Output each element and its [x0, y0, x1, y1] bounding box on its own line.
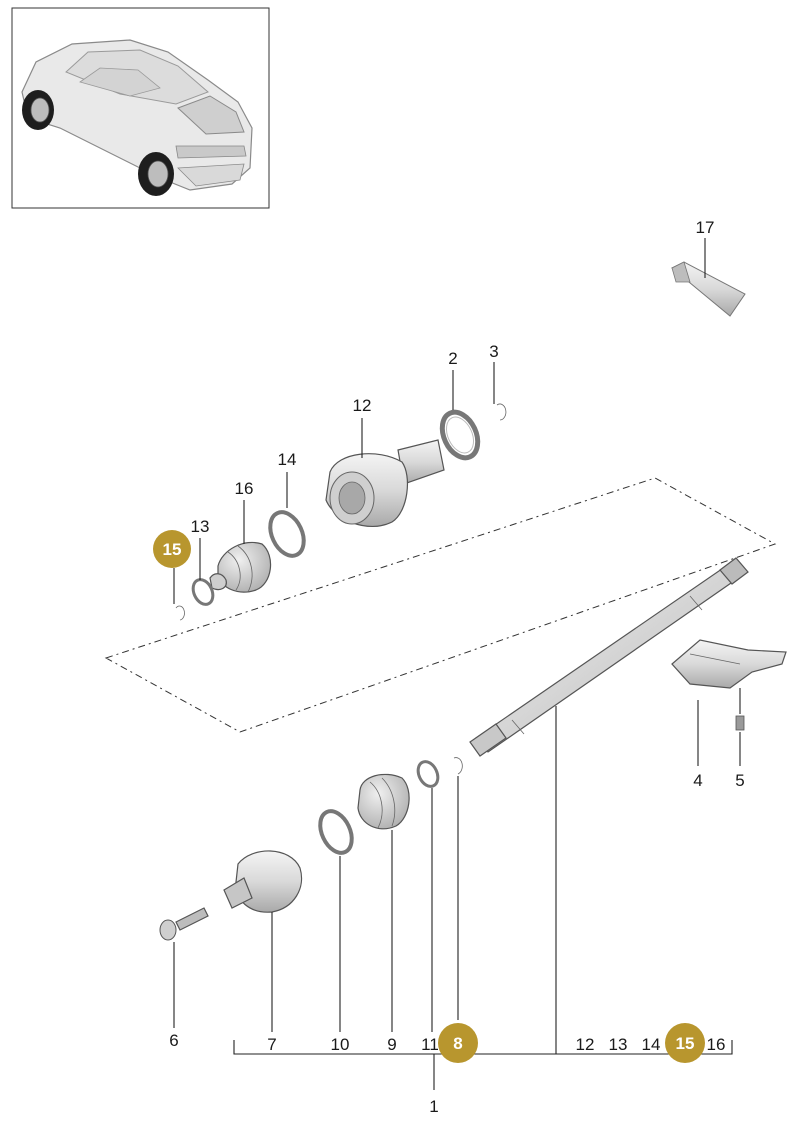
grease-tube-icon	[671, 238, 746, 317]
callout-12[interactable]: 12	[353, 396, 372, 415]
axle-bolt-icon	[159, 907, 209, 1028]
suv-rear-three-quarter-icon	[21, 39, 253, 196]
bracket-screw-icon	[735, 688, 745, 766]
svg-text:15: 15	[676, 1034, 695, 1053]
callout-16[interactable]: 16	[235, 479, 254, 498]
callout-15-bottom-badge[interactable]: 15	[665, 1023, 705, 1063]
callout-12-bottom[interactable]: 12	[576, 1035, 595, 1054]
callout-2[interactable]: 2	[448, 349, 457, 368]
callout-5[interactable]: 5	[735, 771, 744, 790]
callout-6[interactable]: 6	[169, 1031, 178, 1050]
svg-text:15: 15	[163, 540, 182, 559]
callout-8-badge[interactable]: 8	[438, 1023, 478, 1063]
callout-16-bottom[interactable]: 16	[707, 1035, 726, 1054]
callout-3[interactable]: 3	[489, 342, 498, 361]
boot-clamp-icon	[268, 472, 306, 558]
outer-cv-joint-icon	[223, 850, 303, 1032]
inner-cv-joint-icon	[325, 418, 445, 527]
vehicle-thumbnail	[11, 7, 270, 209]
small-clamp-icon	[191, 538, 215, 606]
callout-10[interactable]: 10	[331, 1035, 350, 1054]
callout-4[interactable]: 4	[693, 771, 702, 790]
axle-shaft-icon	[469, 557, 749, 1054]
callout-labels: 17 2 3 12 14 16 13 15 4 5 6 7 10 9 11 8 …	[153, 218, 745, 1116]
callout-7[interactable]: 7	[267, 1035, 276, 1054]
callout-1[interactable]: 1	[429, 1097, 438, 1116]
callout-15-badge[interactable]: 15	[153, 530, 191, 568]
joint-boot-icon	[209, 500, 272, 593]
circlip-upper-icon	[173, 568, 185, 621]
callout-13-bottom[interactable]: 13	[609, 1035, 628, 1054]
callout-14[interactable]: 14	[278, 450, 297, 469]
assembly-bracket	[233, 1040, 733, 1090]
retaining-ring-icon	[439, 370, 481, 461]
callout-17[interactable]: 17	[696, 218, 715, 237]
small-clamp-lower-icon	[416, 760, 440, 1032]
callout-11[interactable]: 11	[421, 1035, 439, 1054]
callout-14-bottom[interactable]: 14	[642, 1035, 661, 1054]
outer-joint-boot-icon	[357, 773, 410, 1032]
callout-9[interactable]: 9	[387, 1035, 396, 1054]
circlip-lower-icon	[453, 757, 463, 1020]
exploded-view-boundary	[104, 477, 777, 733]
outer-boot-clamp-icon	[318, 809, 354, 1032]
svg-text:8: 8	[453, 1034, 462, 1053]
heat-shield-bracket-icon	[671, 639, 787, 766]
circlip-icon	[493, 362, 507, 421]
callout-13[interactable]: 13	[191, 517, 210, 536]
